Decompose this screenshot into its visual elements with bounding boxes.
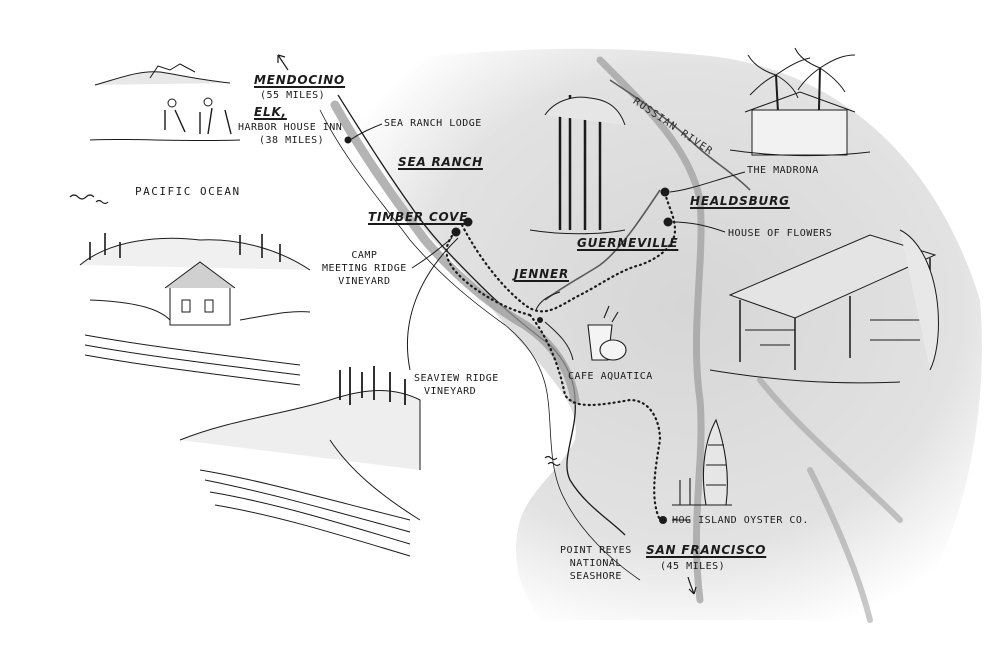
sea-ranch-label: SEA RANCH (398, 156, 483, 169)
dot-timber-cove-2 (451, 227, 461, 237)
jenner-label: JENNER (514, 268, 569, 281)
highway-101 (596, 56, 705, 604)
point-reyes-line-2: NATIONAL (569, 558, 622, 569)
point-reyes-line-1: POINT REYES (560, 545, 632, 556)
palm-tree-icon (729, 47, 871, 157)
mendocino-vignette (89, 63, 241, 142)
cafe-aquatica-label: CAFE AQUATICA (568, 371, 653, 382)
camp-meeting-line-3: VINEYARD (338, 276, 391, 287)
point-reyes-label: POINT REYES NATIONAL SEASHORE (560, 544, 632, 583)
vineyard-house-vignette (79, 233, 311, 386)
route-dotted (460, 188, 677, 522)
mendocino-distance: (55 MILES) (260, 90, 326, 101)
camp-meeting-line-2: MEETING RIDGE (322, 263, 407, 274)
timber-cove-label: TIMBER COVE (368, 211, 468, 224)
dot-timber-cove-1 (463, 217, 473, 227)
guerneville-name: GUERNEVILLE (577, 236, 679, 250)
leader-madrona (669, 171, 746, 193)
coastline-inner (319, 109, 641, 581)
healdsburg-name: HEALDSBURG (690, 194, 790, 208)
dot-madrona (660, 187, 670, 197)
leader-camp-meeting (411, 237, 453, 269)
land-mass (330, 48, 982, 620)
leader-jenner (535, 291, 561, 311)
cup-icon (587, 305, 627, 361)
mendocino-label: MENDOCINO (254, 74, 345, 87)
seaview-line-1: SEAVIEW RIDGE (414, 373, 499, 384)
redwood-icon (529, 95, 626, 235)
elk-label: ELK, (254, 106, 287, 119)
sea-ranch-name: SEA RANCH (398, 155, 483, 169)
hog-island-label: HOG ISLAND OYSTER CO. (672, 515, 809, 526)
leader-seaview (406, 237, 459, 371)
wave-icon-2 (544, 455, 561, 467)
jenner-name: JENNER (514, 267, 569, 281)
camp-meeting-line-1: CAMP (351, 250, 378, 261)
highway-east (757, 377, 903, 623)
point-reyes-line-3: SEASHORE (569, 571, 622, 582)
timber-cove-name: TIMBER COVE (368, 210, 469, 224)
seaview-vineyard-vignette (179, 366, 421, 557)
dot-sea-ranch-lodge (344, 136, 352, 144)
pavilion-vignette (709, 229, 939, 384)
dot-cafe-aquatica (537, 317, 543, 323)
healdsburg-label: HEALDSBURG (690, 195, 790, 208)
mendocino-name: MENDOCINO (254, 73, 346, 87)
south-arrow-icon (687, 576, 697, 595)
the-madrona-label: THE MADRONA (747, 165, 819, 176)
boat-icon (672, 418, 732, 506)
elk-name: ELK, (254, 105, 287, 119)
elk-distance: (38 MILES) (259, 135, 325, 146)
north-arrow-icon (277, 54, 289, 71)
dot-house-of-flowers (663, 217, 673, 227)
house-of-flowers-label: HOUSE OF FLOWERS (728, 228, 833, 239)
ocean-label: PACIFIC OCEAN (135, 185, 241, 198)
leader-flowers (671, 221, 726, 233)
leader-sea-ranch-lodge (349, 123, 383, 141)
san-francisco-distance: (45 MILES) (660, 561, 726, 572)
harbor-house-inn-label: HARBOR HOUSE INN (238, 122, 343, 133)
russian-river (544, 79, 751, 301)
san-francisco-label: SAN FRANCISCO (646, 544, 766, 557)
dot-hog-island (659, 516, 667, 524)
wave-icon (69, 194, 109, 205)
guerneville-label: GUERNEVILLE (577, 237, 678, 250)
san-francisco-name: SAN FRANCISCO (646, 543, 767, 557)
camp-meeting-label: CAMP MEETING RIDGE VINEYARD (322, 249, 407, 288)
seaview-line-2: VINEYARD (424, 386, 477, 397)
seaview-ridge-label: SEAVIEW RIDGE VINEYARD (414, 372, 499, 398)
leader-cafe (544, 321, 574, 361)
sea-ranch-lodge-label: SEA RANCH LODGE (384, 118, 482, 129)
